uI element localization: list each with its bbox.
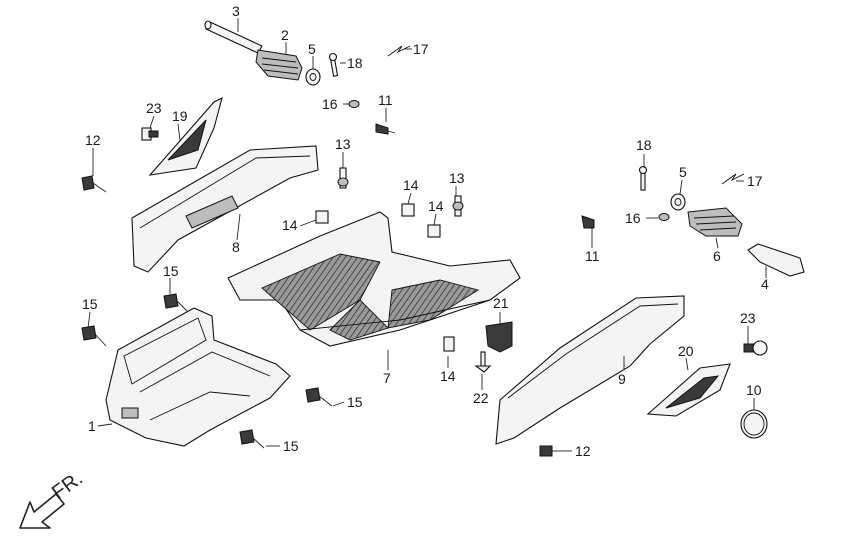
part-13-bolt-right bbox=[452, 195, 464, 217]
callout-16-left: 16 bbox=[322, 96, 338, 112]
callout-15-b: 15 bbox=[82, 296, 98, 312]
callout-14-c: 14 bbox=[428, 198, 444, 214]
callout-22: 22 bbox=[473, 390, 489, 406]
callout-15-d: 15 bbox=[283, 438, 299, 454]
callout-11-upper: 11 bbox=[378, 92, 393, 108]
callout-10: 10 bbox=[746, 382, 762, 398]
part-14-clip-c bbox=[427, 224, 441, 238]
callout-20: 20 bbox=[678, 343, 694, 359]
part-11-screw-upper bbox=[375, 123, 396, 135]
part-13-bolt-center bbox=[337, 167, 349, 189]
callout-12-left: 12 bbox=[85, 132, 101, 148]
part-7-floor-panel bbox=[227, 211, 521, 347]
front-direction-indicator: FR. bbox=[19, 467, 87, 529]
part-16-nut-left bbox=[348, 100, 360, 108]
part-18-bolt-right bbox=[638, 165, 648, 191]
callout-6: 6 bbox=[713, 248, 721, 264]
callout-17-left: 17 bbox=[413, 41, 429, 57]
callout-14-d: 14 bbox=[440, 368, 456, 384]
part-19-trim-left bbox=[148, 96, 223, 176]
callout-15-a: 15 bbox=[163, 263, 179, 279]
part-16-nut-right bbox=[658, 213, 670, 221]
callout-14-a: 14 bbox=[282, 217, 298, 233]
part-6-footrest-rubber-right bbox=[687, 207, 743, 237]
part-20-trim-right bbox=[646, 363, 731, 417]
part-1-front-lower-cover bbox=[105, 307, 291, 447]
part-10-cap bbox=[740, 409, 768, 439]
callout-5-right: 5 bbox=[679, 164, 687, 180]
part-12-bolt-left bbox=[81, 175, 107, 193]
part-15-bolt-d bbox=[239, 429, 265, 449]
leader-lines bbox=[87, 18, 767, 452]
part-23-fastener-right bbox=[743, 340, 768, 356]
part-17-clip-right bbox=[721, 173, 745, 185]
callout-9: 9 bbox=[618, 371, 626, 387]
part-15-bolt-b bbox=[81, 325, 107, 347]
callout-7: 7 bbox=[383, 370, 391, 386]
callout-18-right: 18 bbox=[636, 137, 652, 153]
callout-3: 3 bbox=[232, 3, 240, 19]
part-9-right-side-cover bbox=[495, 295, 685, 445]
callout-1: 1 bbox=[88, 418, 96, 434]
part-11-screw-right bbox=[581, 215, 595, 238]
callout-labels: 3 2 5 18 17 16 11 23 19 12 13 13 14 14 1… bbox=[82, 3, 769, 459]
part-21-bracket bbox=[485, 321, 513, 353]
callout-12-right: 12 bbox=[575, 443, 591, 459]
callout-23-right: 23 bbox=[740, 310, 756, 326]
callout-2: 2 bbox=[281, 27, 289, 43]
part-14-clip-a bbox=[315, 210, 329, 224]
part-12-bolt-right bbox=[539, 445, 566, 457]
callout-21: 21 bbox=[493, 295, 509, 311]
part-8-left-side-cover bbox=[131, 145, 319, 273]
callout-8: 8 bbox=[232, 239, 240, 255]
arrow-down-left-icon bbox=[19, 493, 65, 529]
callout-13-right: 13 bbox=[449, 170, 465, 186]
callout-15-c: 15 bbox=[347, 394, 363, 410]
part-15-bolt-a bbox=[163, 293, 189, 313]
part-3-pin bbox=[204, 20, 263, 54]
part-18-bolt-left bbox=[328, 52, 339, 77]
part-5-washer-right bbox=[670, 193, 686, 211]
callout-11-right: 11 bbox=[585, 248, 600, 264]
callout-17-right: 17 bbox=[747, 173, 763, 189]
part-2-footrest-rubber bbox=[255, 49, 303, 81]
callout-14-b: 14 bbox=[403, 177, 419, 193]
part-22-pin bbox=[474, 351, 492, 373]
callout-4: 4 bbox=[761, 276, 769, 292]
part-14-clip-b bbox=[401, 203, 415, 217]
part-4-footrest-right bbox=[747, 243, 805, 277]
part-14-clip-d bbox=[443, 336, 455, 352]
part-5-washer-left bbox=[305, 68, 321, 86]
callout-18-left: 18 bbox=[347, 55, 363, 71]
callout-5-left: 5 bbox=[308, 41, 316, 57]
callout-16-right: 16 bbox=[625, 210, 641, 226]
part-23-fastener-left bbox=[141, 127, 159, 141]
callout-19: 19 bbox=[172, 108, 188, 124]
callout-23-left: 23 bbox=[146, 100, 162, 116]
part-17-clip-left bbox=[387, 45, 411, 57]
part-15-bolt-c bbox=[305, 387, 333, 407]
callout-13-center: 13 bbox=[335, 136, 351, 152]
